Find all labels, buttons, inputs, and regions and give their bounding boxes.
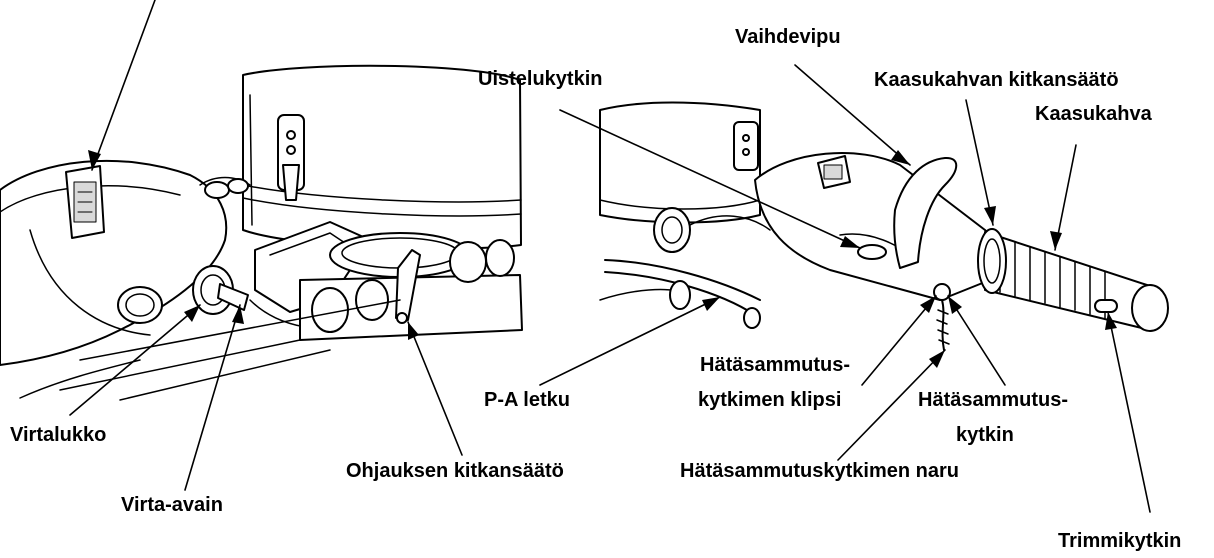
leader-trimmikytkin bbox=[1108, 312, 1150, 512]
leader-kaasukahvan-kitkansaato bbox=[966, 100, 993, 225]
label-ohjauksen-kitkansaato: Ohjauksen kitkansäätö bbox=[346, 460, 564, 483]
left-tiller-arm bbox=[0, 161, 226, 365]
label-hatasammutus-klipsi-line1: Hätäsammutus- bbox=[700, 354, 850, 377]
leader-pa-letku bbox=[540, 297, 720, 385]
label-hatasammutuskytkimen-naru: Hätäsammutuskytkimen naru bbox=[680, 460, 959, 483]
leader-top-left bbox=[92, 0, 155, 170]
label-vaihdevipu: Vaihdevipu bbox=[735, 26, 841, 49]
emergency-stop-switch bbox=[934, 284, 950, 300]
right-engine-drawing bbox=[600, 103, 1168, 351]
label-hatasammutus-kytkin-line2: kytkin bbox=[956, 424, 1014, 447]
left-engine-drawing bbox=[0, 66, 522, 400]
label-kaasukahva: Kaasukahva bbox=[1035, 103, 1152, 126]
right-tiller-body bbox=[755, 153, 995, 300]
label-uistelukytkin: Uistelukytkin bbox=[478, 68, 602, 91]
label-trimmikytkin: Trimmikytkin bbox=[1058, 530, 1181, 553]
label-hatasammutus-kytkin-line1: Hätäsammutus- bbox=[918, 389, 1068, 412]
label-kaasukahvan-kitkansaato: Kaasukahvan kitkansäätö bbox=[874, 69, 1119, 92]
leader-ohjauksen-kitkansaato bbox=[408, 322, 462, 455]
label-virta-avain: Virta-avain bbox=[121, 494, 223, 517]
leader-virta-avain bbox=[185, 305, 240, 490]
label-virtalukko: Virtalukko bbox=[10, 424, 106, 447]
trim-switch bbox=[1095, 300, 1117, 312]
trolling-switch bbox=[858, 245, 886, 259]
label-pa-letku: P-A letku bbox=[484, 389, 570, 412]
label-hatasammutus-klipsi-line2: kytkimen klipsi bbox=[698, 389, 841, 412]
